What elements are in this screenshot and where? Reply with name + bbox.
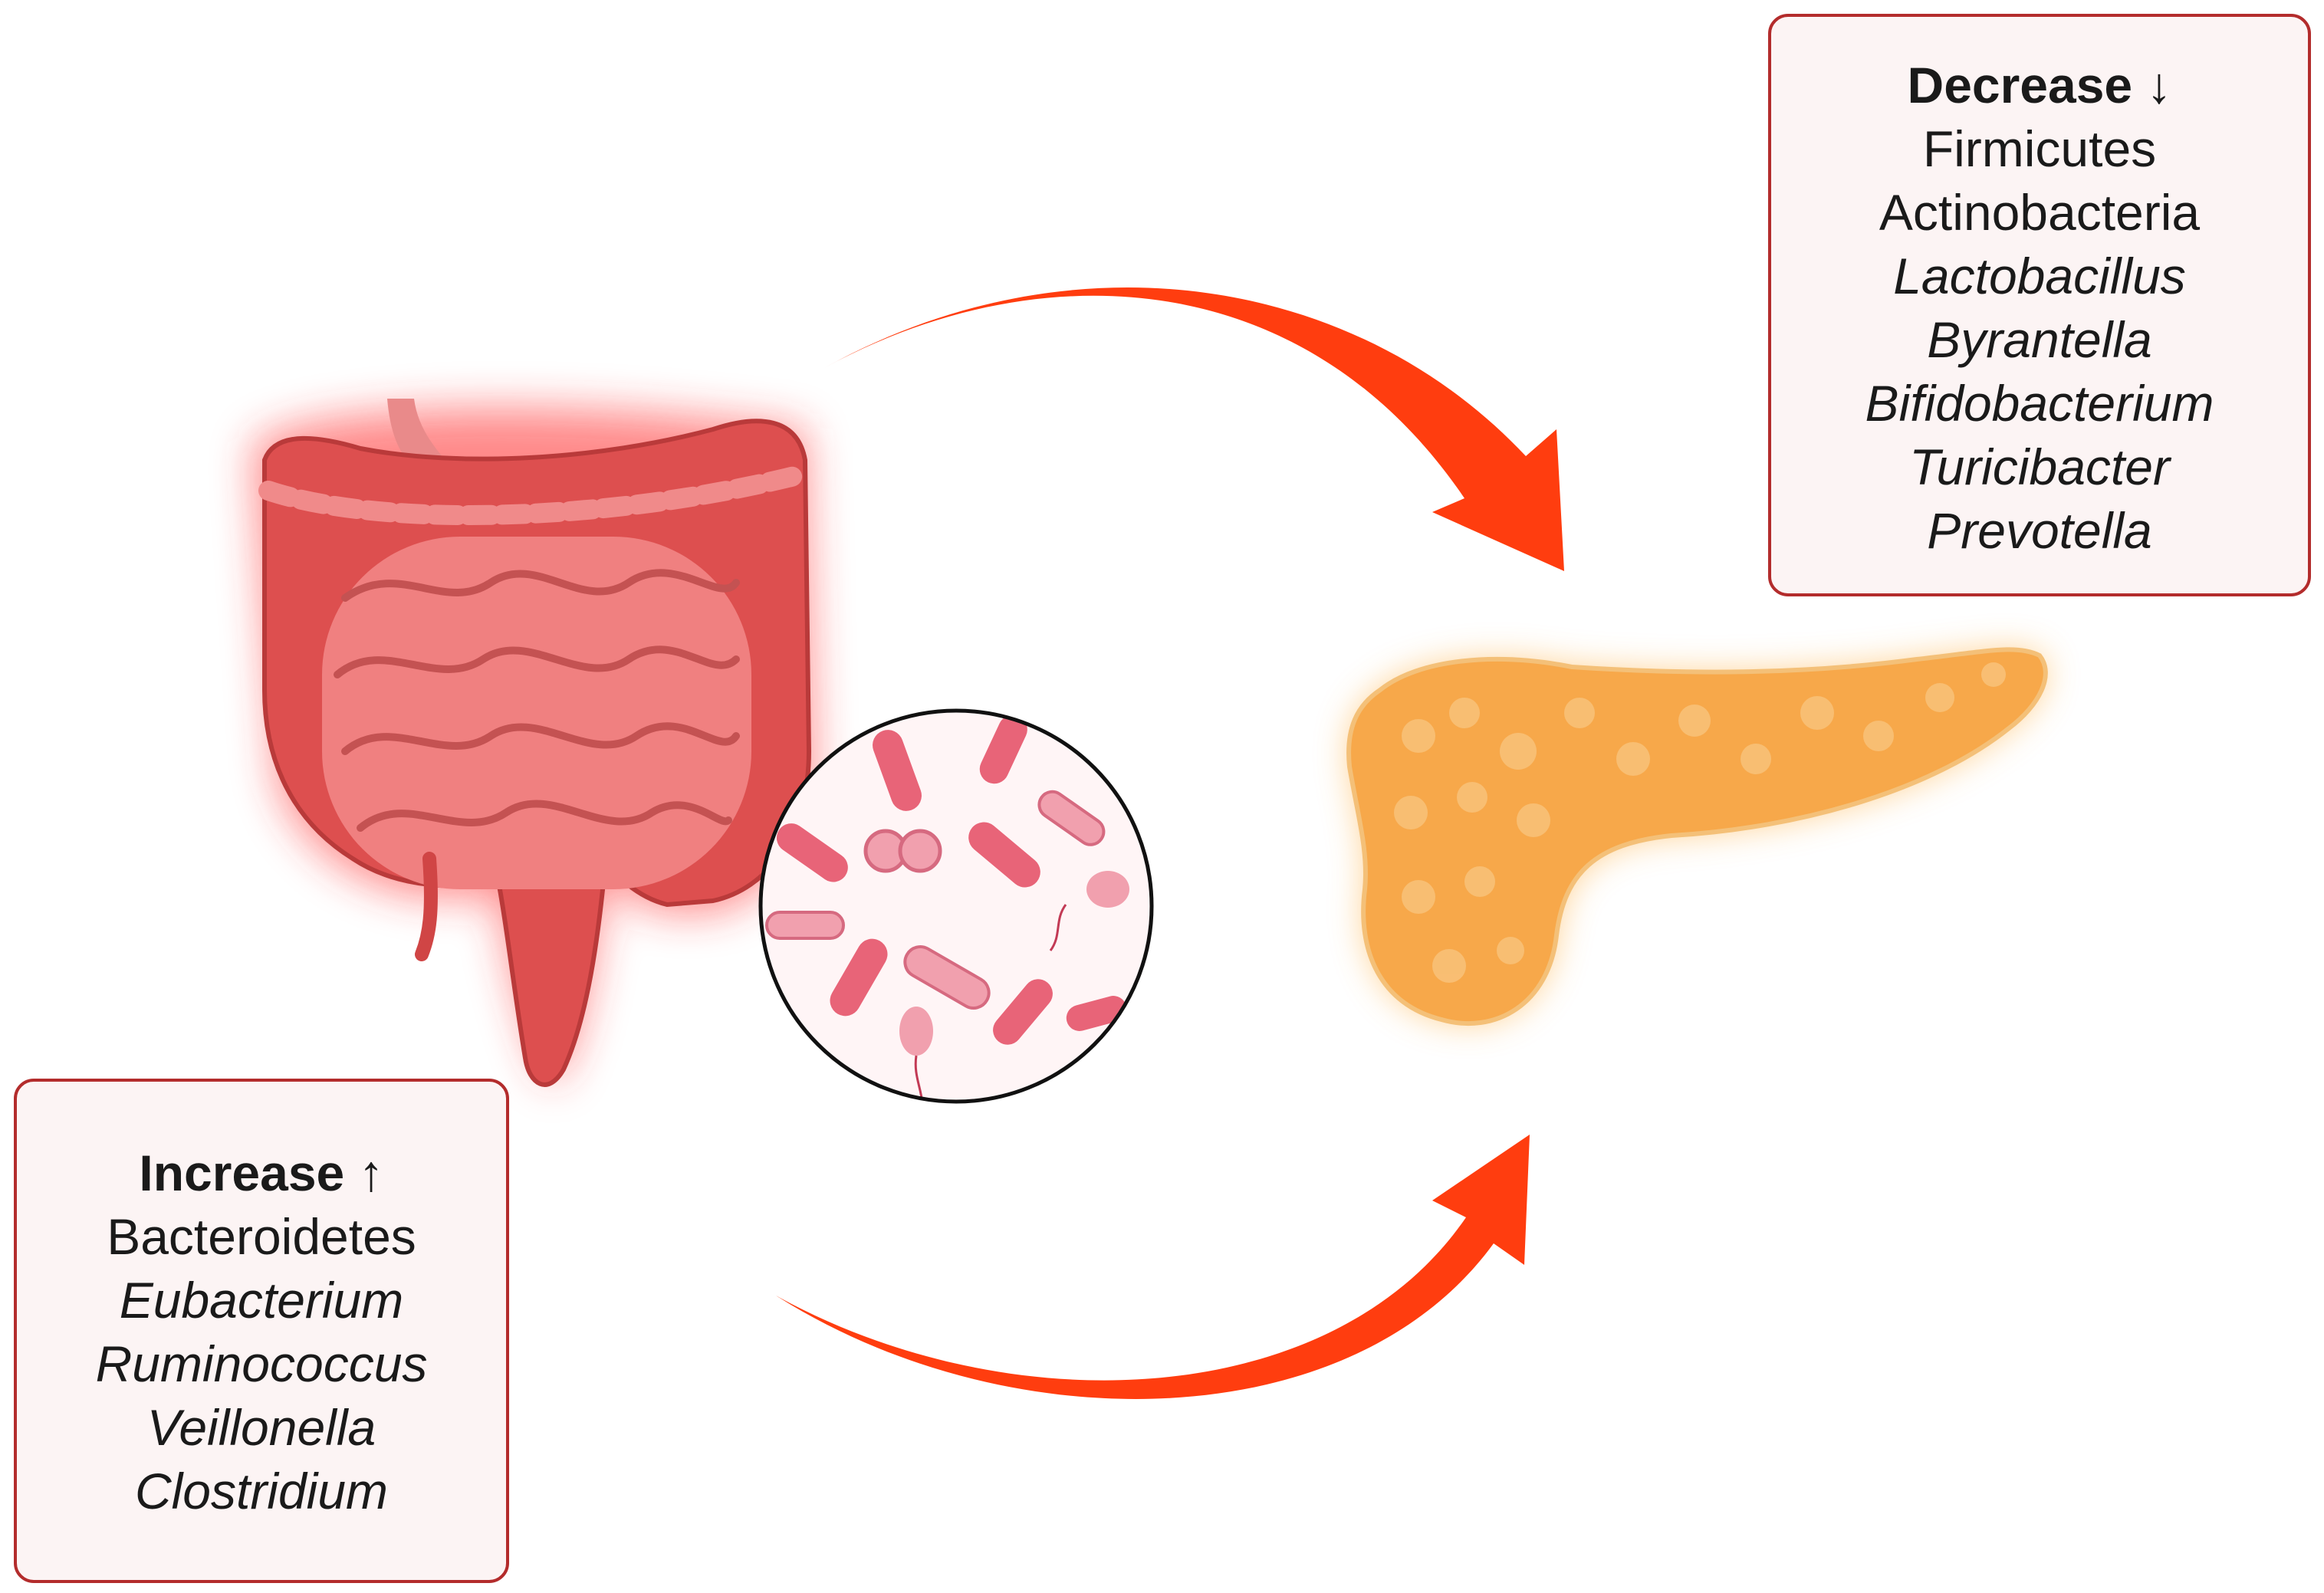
increase-item-clostridium: Clostridium (134, 1463, 389, 1519)
arrow-bottom-icon (776, 1135, 1530, 1399)
decrease-box: Decrease ↓ Firmicutes Actinobacteria Lac… (1768, 14, 2311, 596)
decrease-item-prevotella: Prevotella (1927, 502, 2152, 559)
increase-item-eubacterium: Eubacterium (119, 1272, 404, 1329)
decrease-item-byrantella: Byrantella (1927, 311, 2152, 368)
increase-box: Increase ↑ Bacteroidetes Eubacterium Rum… (14, 1079, 509, 1583)
decrease-item-firmicutes: Firmicutes (1922, 120, 2157, 177)
intestine-icon (253, 399, 813, 1089)
increase-heading: Increase ↑ (139, 1145, 384, 1201)
arrow-top-icon (824, 287, 1564, 571)
decrease-item-actinobacteria: Actinobacteria (1879, 184, 2201, 241)
increase-item-bacteroidetes: Bacteroidetes (107, 1208, 416, 1265)
decrease-item-turicibacter: Turicibacter (1909, 438, 2170, 495)
bacteria-magnifier-icon (758, 708, 1154, 1104)
increase-item-veillonella: Veillonella (146, 1399, 376, 1456)
increase-item-ruminococcus: Ruminococcus (95, 1335, 428, 1392)
pancreas-icon (1346, 647, 2048, 1026)
decrease-heading: Decrease ↓ (1907, 57, 2172, 113)
decrease-item-bifidobacterium: Bifidobacterium (1865, 375, 2214, 432)
decrease-item-lactobacillus: Lactobacillus (1893, 248, 2186, 304)
